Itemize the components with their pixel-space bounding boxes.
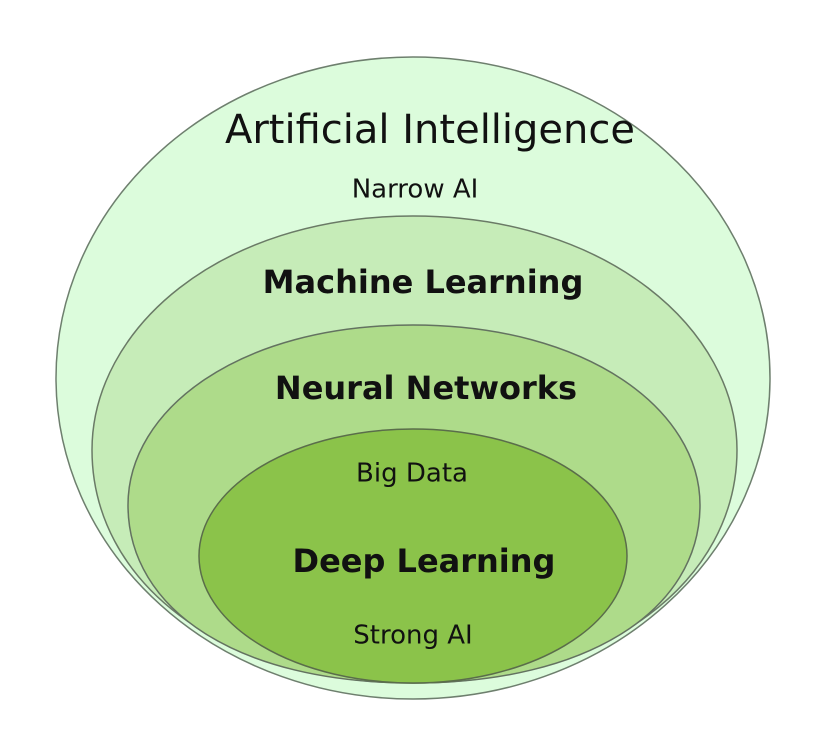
ellipse-deep-learning — [198, 428, 628, 684]
label-artificial-intelligence: Artificial Intelligence — [225, 107, 635, 153]
label-strong-ai: Strong AI — [353, 621, 472, 651]
label-deep-learning: Deep Learning — [293, 542, 556, 580]
label-machine-learning: Machine Learning — [263, 263, 584, 301]
label-neural-networks: Neural Networks — [275, 369, 577, 407]
label-narrow-ai: Narrow AI — [352, 175, 479, 205]
label-big-data: Big Data — [356, 459, 468, 489]
